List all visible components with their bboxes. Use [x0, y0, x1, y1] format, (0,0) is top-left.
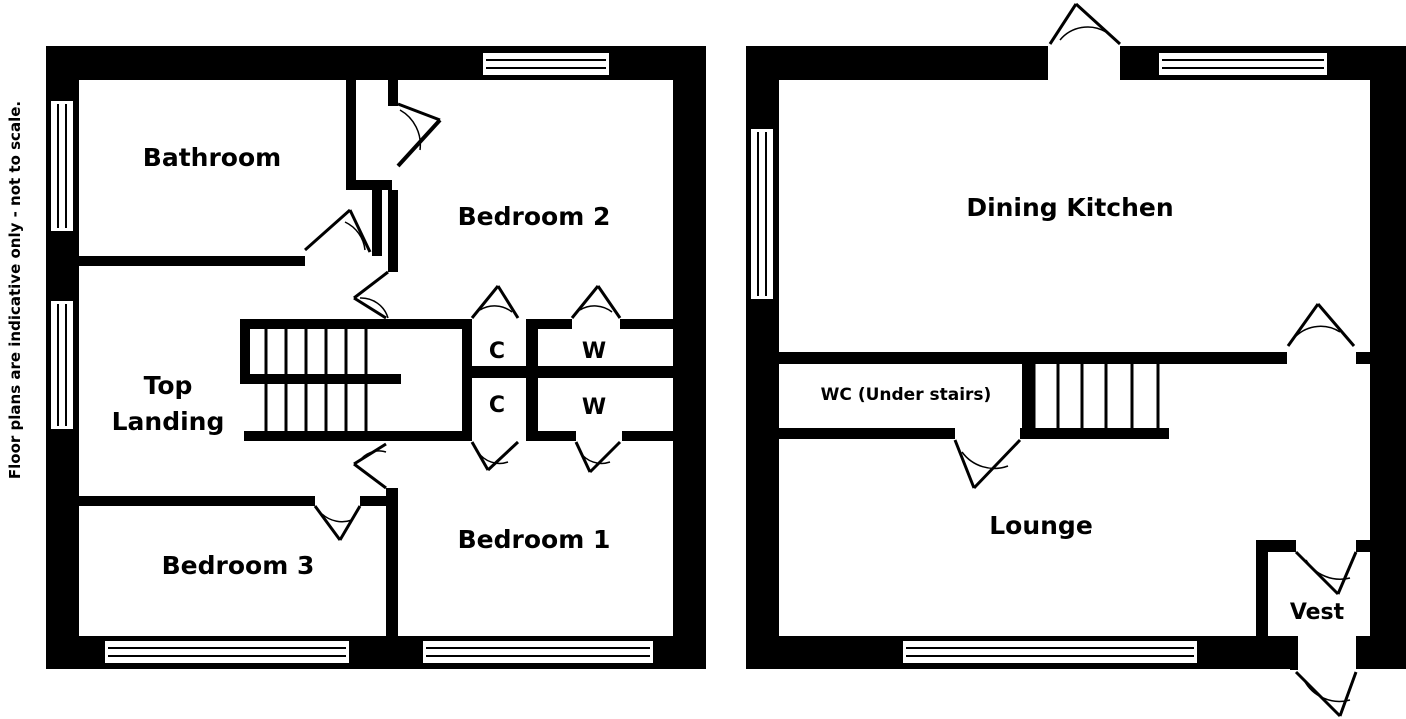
room-label-bedroom-2: Bedroom 2: [458, 202, 611, 231]
room-label-bedroom-3: Bedroom 3: [162, 551, 315, 580]
back-door-opening: [1048, 44, 1120, 81]
door-icon: [1286, 303, 1356, 347]
room-label-lounge: Lounge: [989, 511, 1093, 540]
door-icon: [1294, 550, 1358, 596]
upper-stair-treads: [264, 329, 368, 431]
upper-windows: [49, 51, 655, 665]
room-label-dining-kitchen: Dining Kitchen: [966, 193, 1173, 222]
room-label-cupboard-1: C: [489, 339, 505, 364]
upper-doors: [304, 102, 622, 541]
door-icon: [304, 208, 372, 253]
room-label-wardrobe-2: W: [582, 395, 606, 420]
upper-outer-walls: [46, 46, 706, 669]
door-icon: [1048, 2, 1122, 46]
door-icon: [953, 438, 1022, 490]
ground-stair-treads: [1032, 364, 1160, 428]
ground-doors: [953, 2, 1358, 718]
door-icon: [353, 442, 387, 490]
upper-interior-walls: [79, 80, 673, 636]
door-icon: [353, 270, 389, 320]
upper-floor-plan: Bathroom Bedroom 2 Top Landing C W C W B…: [46, 46, 706, 669]
room-label-bedroom-1: Bedroom 1: [458, 525, 611, 554]
room-label-vestibule: Vest: [1290, 600, 1345, 625]
room-label-top-landing-line1: Top: [144, 371, 193, 400]
front-door-opening: [1294, 636, 1356, 670]
door-icon: [470, 440, 520, 472]
door-icon: [313, 505, 362, 541]
ground-floor-plan: Dining Kitchen WC (Under stairs) Lounge …: [746, 2, 1406, 718]
room-label-wc: WC (Under stairs): [821, 385, 992, 405]
door-icon: [574, 440, 622, 474]
room-label-cupboard-2: C: [489, 393, 505, 418]
room-label-wardrobe-1: W: [582, 339, 606, 364]
ground-interior-walls: [779, 352, 1370, 670]
door-icon: [396, 102, 442, 168]
ground-windows: [749, 51, 1329, 665]
door-icon: [470, 285, 520, 319]
room-label-top-landing-line2: Landing: [112, 407, 225, 436]
door-icon: [1294, 670, 1358, 718]
room-label-bathroom: Bathroom: [143, 143, 281, 172]
disclaimer-text: Floor plans are indicative only - not to…: [6, 101, 24, 479]
door-icon: [570, 285, 622, 319]
